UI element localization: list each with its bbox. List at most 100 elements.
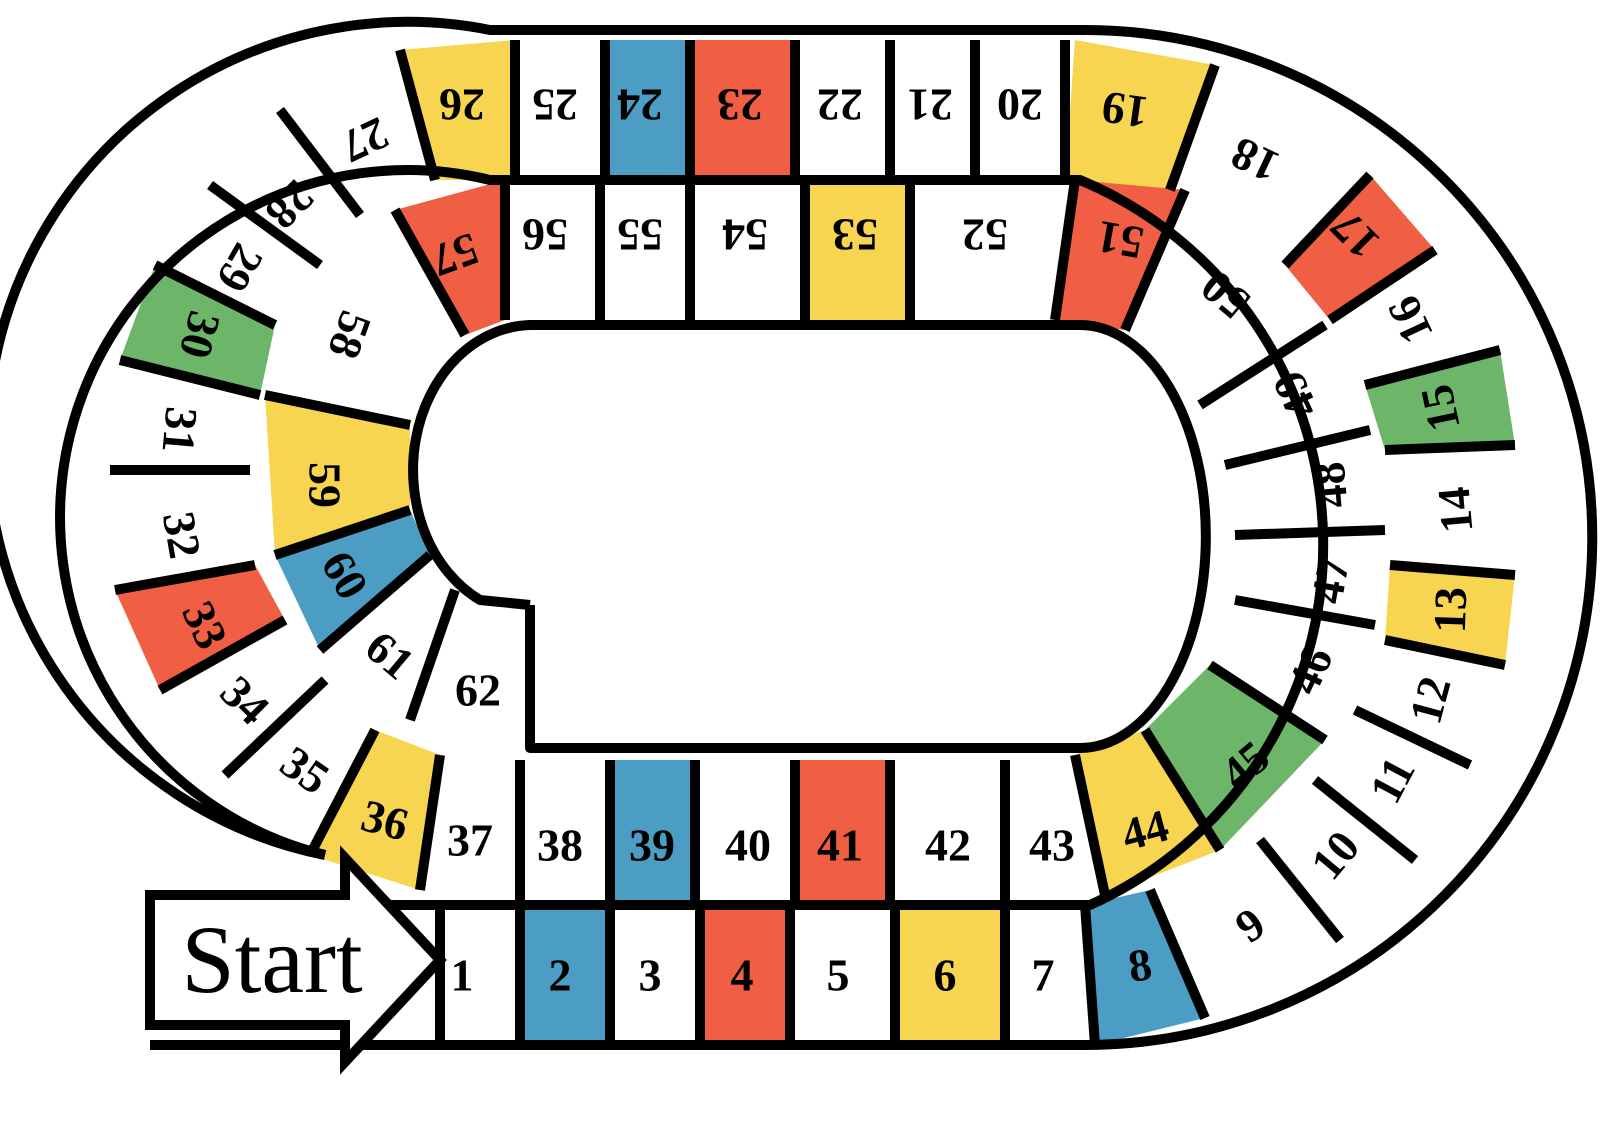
space-57 bbox=[395, 180, 505, 335]
space-divider bbox=[395, 48, 440, 182]
space-divider bbox=[1327, 245, 1438, 325]
space-1 bbox=[440, 905, 520, 1045]
space-divider bbox=[157, 615, 288, 695]
space-52 bbox=[910, 180, 1075, 320]
space-number-7: 7 bbox=[1032, 950, 1055, 1001]
space-number-39: 39 bbox=[629, 820, 675, 871]
space-54 bbox=[690, 180, 805, 320]
space-37 bbox=[420, 755, 520, 900]
space-number-31: 31 bbox=[153, 405, 208, 455]
space-8 bbox=[1085, 890, 1205, 1045]
space-divider bbox=[1223, 425, 1372, 470]
space-38 bbox=[520, 760, 610, 900]
start-arrow: Start bbox=[145, 845, 447, 1075]
space-divider bbox=[263, 390, 412, 430]
space-divider bbox=[1050, 179, 1080, 321]
space-number-26: 26 bbox=[439, 80, 485, 131]
space-divider bbox=[1352, 705, 1473, 770]
space-number-43: 43 bbox=[1029, 820, 1075, 871]
space-number-51: 51 bbox=[1093, 211, 1147, 269]
space-number-23: 23 bbox=[717, 80, 763, 131]
space-15 bbox=[1365, 350, 1515, 450]
space-number-41: 41 bbox=[817, 820, 863, 871]
space-divider bbox=[1165, 63, 1220, 192]
space-divider bbox=[316, 551, 434, 654]
space-divider bbox=[118, 355, 262, 400]
space-42 bbox=[890, 760, 1005, 900]
space-6 bbox=[895, 905, 1005, 1045]
space-55 bbox=[600, 180, 690, 320]
space-44 bbox=[1075, 730, 1220, 895]
space-divider bbox=[1256, 836, 1344, 944]
space-divider bbox=[207, 180, 323, 270]
space-32 bbox=[110, 470, 255, 590]
space-19 bbox=[1065, 40, 1215, 190]
space-53 bbox=[805, 180, 910, 320]
space-divider bbox=[114, 560, 256, 595]
space-divider bbox=[1389, 560, 1516, 580]
space-divider bbox=[273, 505, 412, 560]
space-number-56: 56 bbox=[522, 210, 568, 261]
space-30 bbox=[120, 265, 275, 395]
space-7 bbox=[1005, 905, 1085, 1045]
space-divider bbox=[1080, 904, 1100, 1046]
space-number-15: 15 bbox=[1410, 380, 1469, 436]
space-divider bbox=[1311, 776, 1419, 864]
space-number-6: 6 bbox=[934, 950, 957, 1001]
start-label: Start bbox=[181, 906, 363, 1013]
space-3 bbox=[610, 905, 700, 1045]
space-2 bbox=[520, 905, 610, 1045]
space-16 bbox=[1330, 250, 1500, 385]
space-number-38: 38 bbox=[537, 820, 583, 871]
space-12 bbox=[1355, 640, 1505, 765]
space-20 bbox=[975, 40, 1065, 180]
space-number-22: 22 bbox=[817, 80, 863, 131]
space-35 bbox=[225, 680, 375, 855]
space-divider bbox=[221, 676, 329, 779]
space-number-20: 20 bbox=[997, 80, 1043, 131]
space-divider bbox=[1140, 727, 1225, 853]
space-divider bbox=[305, 727, 380, 858]
space-divider bbox=[1363, 345, 1502, 390]
space-divider bbox=[1120, 188, 1190, 332]
space-40 bbox=[695, 760, 795, 900]
space-number-52: 52 bbox=[962, 210, 1008, 261]
space-divider bbox=[1383, 635, 1507, 670]
space-59 bbox=[265, 395, 410, 555]
space-divider bbox=[415, 754, 445, 891]
space-number-14: 14 bbox=[1428, 485, 1483, 535]
space-21 bbox=[890, 40, 975, 180]
space-10 bbox=[1260, 780, 1415, 940]
space-divider bbox=[1234, 595, 1376, 630]
space-number-54: 54 bbox=[722, 210, 768, 261]
space-number-3: 3 bbox=[639, 950, 662, 1001]
space-56 bbox=[505, 180, 600, 320]
space-24 bbox=[605, 40, 690, 180]
space-number-13: 13 bbox=[1424, 586, 1477, 634]
space-number-4: 4 bbox=[731, 950, 754, 1001]
space-14 bbox=[1385, 445, 1515, 575]
space-number-47: 47 bbox=[1301, 553, 1359, 607]
space-number-42: 42 bbox=[925, 820, 971, 871]
space-divider bbox=[390, 207, 470, 338]
space-divider bbox=[276, 106, 364, 219]
space-divider bbox=[152, 260, 278, 330]
space-41 bbox=[795, 760, 890, 900]
space-divider bbox=[405, 588, 460, 722]
space-number-2: 2 bbox=[549, 950, 572, 1001]
space-divider bbox=[1384, 440, 1516, 455]
space-13 bbox=[1385, 565, 1515, 665]
space-47 bbox=[1235, 530, 1385, 625]
space-23 bbox=[690, 40, 795, 180]
space-33 bbox=[115, 565, 285, 690]
space-number-48: 48 bbox=[1303, 460, 1358, 510]
space-34 bbox=[160, 620, 325, 775]
space-17 bbox=[1285, 175, 1435, 320]
space-number-55: 55 bbox=[617, 210, 663, 261]
space-49 bbox=[1200, 325, 1370, 465]
space-divider bbox=[1281, 171, 1374, 269]
space-number-24: 24 bbox=[617, 80, 663, 131]
space-5 bbox=[790, 905, 895, 1045]
space-number-1: 1 bbox=[451, 950, 474, 1001]
